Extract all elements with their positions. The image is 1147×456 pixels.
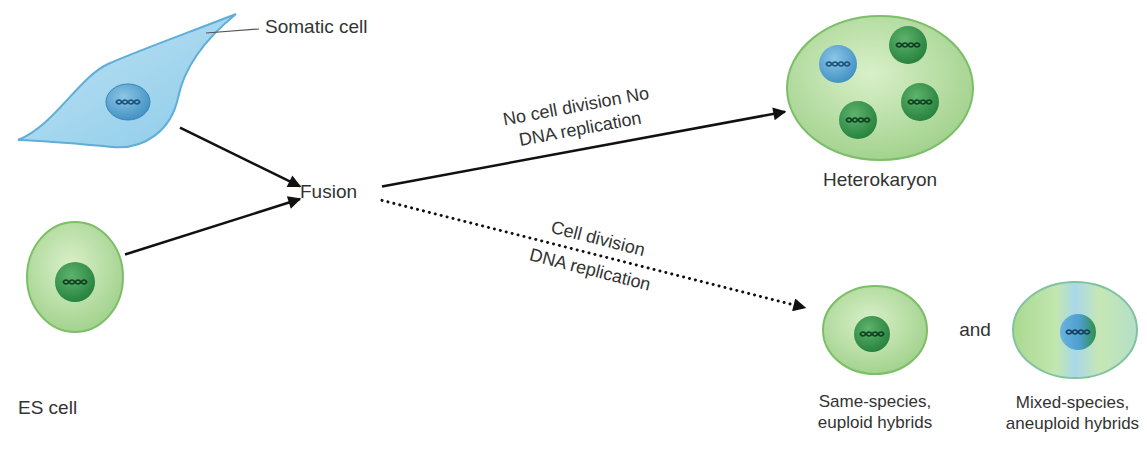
dna-strand <box>896 43 920 47</box>
dna-strand <box>860 332 884 336</box>
es-nucleus <box>839 101 877 139</box>
edge-label: Cell division DNA replication <box>518 205 670 302</box>
dna-strand <box>63 280 87 284</box>
dotted-arrow <box>382 200 805 307</box>
leader-line <box>206 29 259 33</box>
hybrid-nucleus <box>854 316 890 352</box>
cell-node: Heterokaryon <box>785 10 975 195</box>
cell-node: ES cell <box>25 220 125 335</box>
edge-label: No cell division No DNA replication <box>489 80 666 156</box>
somatic-nucleus <box>819 45 857 83</box>
somatic-nucleus <box>106 84 150 120</box>
dna-strand <box>896 43 920 47</box>
hybrid-cell-body <box>1013 282 1137 378</box>
es-nucleus <box>901 83 939 121</box>
cell-label: Fusion <box>300 180 357 204</box>
hybrid-cell-body <box>823 286 927 374</box>
cell-node: Same-species, euploid hybrids <box>805 283 945 448</box>
cell-label: Same-species, euploid hybrids <box>805 391 945 434</box>
cell-label: Somatic cell <box>265 15 367 39</box>
dna-strand <box>116 100 140 104</box>
junction-node: Fusion <box>300 178 382 206</box>
arrow <box>382 112 785 187</box>
es-nucleus <box>889 26 927 64</box>
arrow <box>180 128 300 187</box>
dna-strand <box>826 62 850 66</box>
dna-strand <box>846 118 870 122</box>
dna-strand <box>1066 330 1090 334</box>
dna-strand <box>116 100 140 104</box>
arrow <box>125 199 300 255</box>
somatic-cell-body <box>18 14 236 147</box>
cell-label: ES cell <box>18 396 77 420</box>
dna-strand <box>860 332 884 336</box>
dna-strand <box>826 62 850 66</box>
dna-strand <box>846 118 870 122</box>
cell-node: Somatic cell <box>60 45 180 140</box>
es-nucleus <box>55 262 95 302</box>
cell-label: Heterokaryon <box>785 168 975 192</box>
dna-strand <box>1066 330 1090 334</box>
hybrid-nucleus <box>1060 314 1096 350</box>
dna-strand <box>908 100 932 104</box>
heterokaryon-body <box>787 16 973 160</box>
dna-strands <box>63 43 1090 336</box>
es-cell-body <box>27 222 123 332</box>
dna-strand <box>63 280 87 284</box>
conjunction-label: and <box>959 318 991 342</box>
cell-label: Mixed-species, aneuploid hybrids <box>1000 392 1145 435</box>
cell-node: Mixed-species, aneuploid hybrids <box>1000 278 1145 448</box>
dna-strand <box>908 100 932 104</box>
